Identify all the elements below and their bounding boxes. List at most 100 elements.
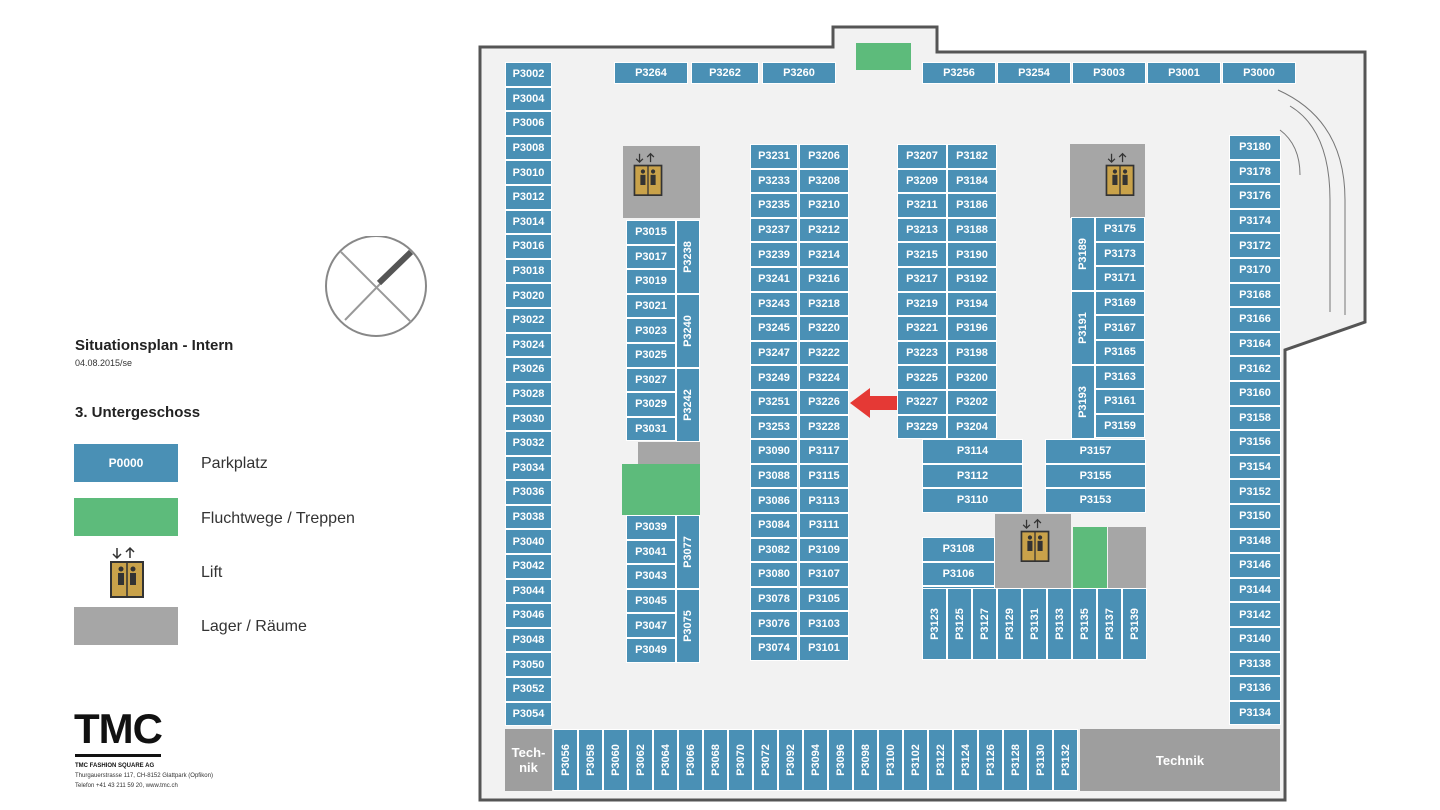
parking-spot: P3106 [922, 561, 995, 587]
parking-spot: P3256 [922, 62, 996, 84]
parking-spot: P3100 [878, 729, 903, 791]
parking-spot: P3202 [947, 390, 997, 415]
parking-spot: P3028 [505, 381, 552, 407]
parking-spot: P3227 [897, 390, 947, 415]
parking-spot: P3102 [903, 729, 928, 791]
parking-spot: P3078 [750, 586, 798, 612]
parking-spot: P3124 [953, 729, 978, 791]
parking-spot: P3025 [626, 343, 676, 368]
parking-spot: P3040 [505, 529, 552, 554]
parking-spot: P3228 [799, 414, 849, 440]
parking-spot: P3231 [750, 144, 798, 169]
lift-icon [633, 152, 663, 196]
parking-spot: P3024 [505, 332, 552, 358]
parking-spot: P3200 [947, 365, 997, 390]
parking-spot: P3088 [750, 463, 798, 489]
parking-spot: P3084 [750, 513, 798, 538]
parking-spot: P3212 [799, 217, 849, 243]
parking-spot: P3155 [1045, 463, 1146, 489]
parking-spot: P3214 [799, 242, 849, 267]
parking-spot: P3153 [1045, 488, 1146, 513]
parking-spot: P3038 [505, 504, 552, 530]
parking-spot: P3220 [799, 316, 849, 341]
parking-spot: P3014 [505, 209, 552, 235]
parking-spot: P3049 [626, 638, 676, 663]
legend-lager-swatch [74, 607, 178, 645]
parking-spot: P3036 [505, 480, 552, 505]
parking-spot: P3132 [1053, 729, 1078, 791]
parking-spot: P3112 [922, 463, 1023, 489]
parking-spot: P3158 [1229, 405, 1281, 431]
parking-spot: P3165 [1095, 340, 1145, 365]
parking-spot: P3018 [505, 258, 552, 284]
parking-spot: P3189 [1071, 217, 1095, 291]
parking-spot: P3029 [626, 392, 676, 417]
parking-spot: P3171 [1095, 266, 1145, 291]
parking-spot: P3242 [676, 368, 700, 442]
parking-spot: P3164 [1229, 331, 1281, 357]
parking-spot: P3080 [750, 562, 798, 587]
parking-spot: P3114 [922, 439, 1023, 464]
parking-spot: P3186 [947, 193, 997, 218]
parking-spot: P3041 [626, 539, 676, 565]
parking-spot: P3152 [1229, 479, 1281, 504]
parking-spot: P3066 [678, 729, 703, 791]
parking-spot: P3253 [750, 414, 798, 440]
stairs-a [622, 464, 700, 515]
parking-spot: P3064 [653, 729, 678, 791]
parking-spot: P3210 [799, 193, 849, 218]
parking-spot: P3245 [750, 316, 798, 341]
parking-spot: P3086 [750, 488, 798, 513]
company-address: Thurgauerstrasse 117, CH-8152 Glattpark … [75, 773, 213, 779]
lift-icon [1020, 518, 1050, 562]
parking-spot: P3196 [947, 316, 997, 341]
logo-divider [75, 754, 161, 757]
parking-spot: P3166 [1229, 307, 1281, 332]
parking-spot: P3262 [691, 62, 759, 84]
parking-spot: P3133 [1047, 588, 1072, 660]
parking-spot: P3207 [897, 144, 947, 169]
legend-lift-icon [110, 546, 144, 598]
parking-spot: P3241 [750, 267, 798, 292]
parking-spot: P3002 [505, 62, 552, 87]
parking-spot: P3131 [1022, 588, 1047, 660]
parking-spot: P3125 [947, 588, 972, 660]
parking-spot: P3022 [505, 308, 552, 333]
parking-spot: P3062 [628, 729, 653, 791]
parking-spot: P3216 [799, 267, 849, 292]
company-contact: Telefon +41 43 211 59 20, www.tmc.ch [75, 783, 178, 789]
legend-title: Situationsplan - Intern [75, 337, 234, 354]
parking-spot: P3050 [505, 652, 552, 677]
parking-spot: P3054 [505, 701, 552, 727]
parking-spot: P3134 [1229, 700, 1281, 726]
parking-spot: P3015 [626, 220, 676, 245]
parking-spot: P3137 [1097, 588, 1122, 660]
tmc-logo: TMC [74, 705, 163, 752]
parking-spot: P3047 [626, 613, 676, 638]
parking-spot: P3172 [1229, 233, 1281, 258]
location-marker-arrow [850, 388, 902, 418]
legend-fluchtwege-label: Fluchtwege / Treppen [201, 510, 355, 527]
parking-spot: P3168 [1229, 282, 1281, 308]
parking-spot: P3188 [947, 217, 997, 243]
parking-spot: P3030 [505, 406, 552, 431]
parking-spot: P3094 [803, 729, 828, 791]
parking-spot: P3148 [1229, 528, 1281, 554]
legend-date: 04.08.2015/se [75, 358, 133, 368]
parking-spot: P3237 [750, 217, 798, 243]
parking-spot: P3004 [505, 86, 552, 112]
parking-spot: P3003 [1072, 62, 1146, 84]
parking-spot: P3218 [799, 291, 849, 317]
parking-spot: P3224 [799, 365, 849, 390]
parking-spot: P3096 [828, 729, 853, 791]
parking-spot: P3034 [505, 455, 552, 481]
parking-spot: P3006 [505, 111, 552, 136]
parking-spot: P3180 [1229, 135, 1281, 160]
stairs-top [856, 43, 911, 70]
parking-spot: P3159 [1095, 413, 1145, 439]
parking-spot: P3176 [1229, 184, 1281, 209]
parking-spot: P3222 [799, 340, 849, 366]
parking-spot: P3182 [947, 144, 997, 169]
parking-spot: P3072 [753, 729, 778, 791]
parking-spot: P3142 [1229, 602, 1281, 627]
